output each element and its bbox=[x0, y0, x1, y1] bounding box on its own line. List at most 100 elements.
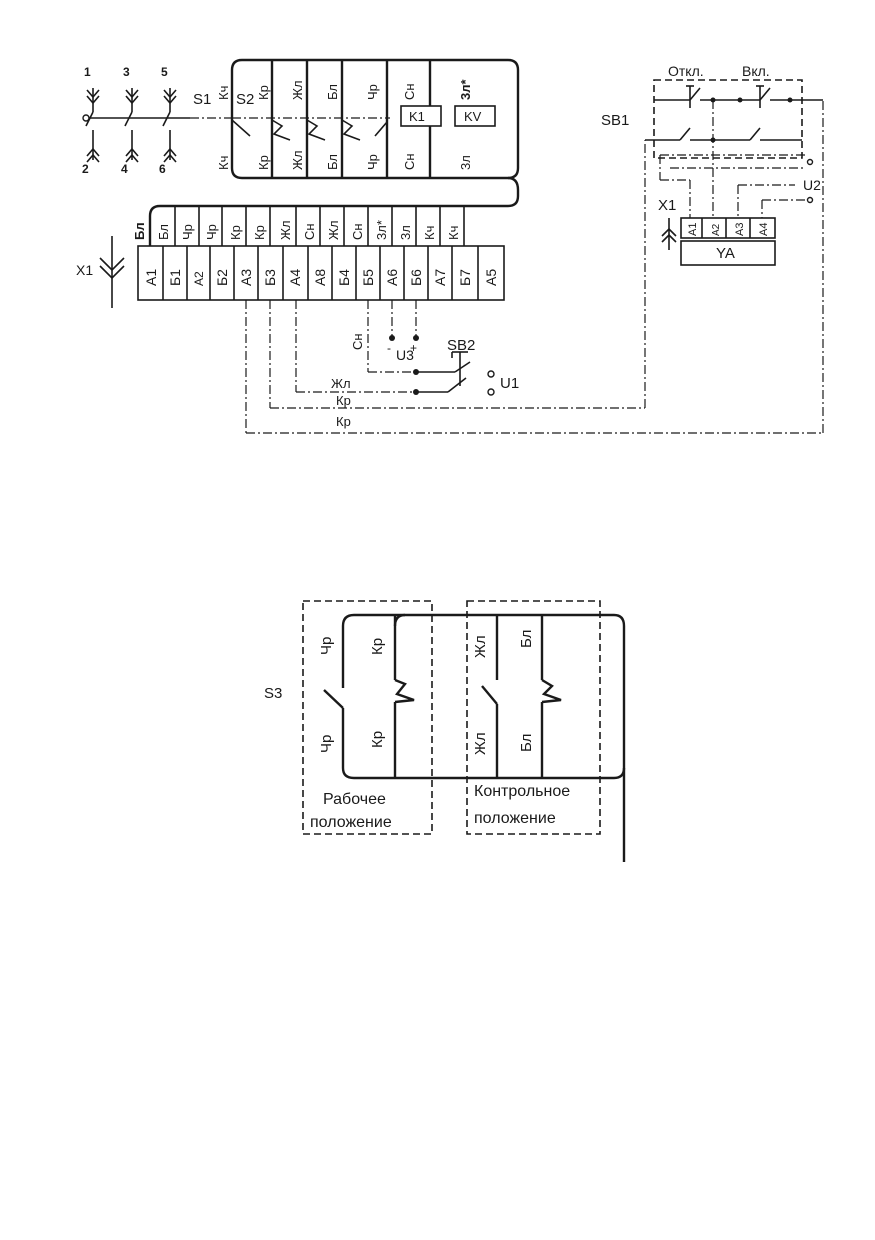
pin-b4: Б4 bbox=[336, 269, 352, 286]
upper-label-kr-bot: Кр bbox=[256, 155, 271, 170]
upper-label-sn-top: Сн bbox=[402, 83, 417, 100]
ya-pin-block bbox=[680, 217, 776, 239]
pin-a4: А4 bbox=[287, 269, 303, 286]
s3-right-bot-bl: Бл bbox=[518, 734, 535, 752]
u3-label: U3 bbox=[396, 347, 414, 363]
pin-b2: Б2 bbox=[214, 269, 230, 286]
upper-block-outline bbox=[230, 58, 520, 180]
ya-coil-box bbox=[680, 240, 776, 266]
s3-label: S3 bbox=[264, 685, 282, 702]
pin-b6: Б6 bbox=[408, 269, 424, 286]
working-position-frame bbox=[302, 600, 433, 835]
s3-left-bot-kr: Кр bbox=[369, 731, 386, 748]
switch-s2-label: S2 bbox=[236, 91, 254, 108]
upper-label-bl-top: Бл bbox=[325, 84, 340, 100]
upper-label-chr-bot: Чр bbox=[365, 154, 380, 170]
u2-label: U2 bbox=[803, 177, 821, 193]
upper-label-kch-bot: Кч bbox=[216, 156, 231, 170]
upper-label-zhl-bot: Жл bbox=[290, 150, 305, 170]
sb1-off-label: Откл. bbox=[668, 63, 704, 79]
pin-a8: А8 bbox=[312, 269, 328, 286]
terminal-1-label: 1 bbox=[84, 65, 91, 79]
bottom-wire-zhl: Жл bbox=[331, 376, 351, 391]
pin-b7: Б7 bbox=[457, 269, 473, 286]
s3-right-top-zhl: Жл bbox=[472, 635, 489, 658]
relay-k1-box bbox=[400, 105, 442, 127]
wire-label-bl-1: Бл bbox=[132, 222, 147, 240]
pin-a1: А1 bbox=[143, 269, 159, 286]
terminal-strip bbox=[137, 245, 505, 301]
terminal-5-label: 5 bbox=[161, 65, 168, 79]
wire-label-zl-star: 3л* bbox=[374, 220, 389, 240]
pin-a7: А7 bbox=[432, 269, 448, 286]
wire-label-zhl-2: Жл bbox=[326, 220, 341, 240]
control-position-frame bbox=[466, 600, 601, 835]
s3-schematic: S3 Чр Кр Чр Кр Жл Бл Жл Бл Рабочее полож… bbox=[264, 600, 626, 862]
lower-control-wiring bbox=[245, 100, 824, 434]
s3-left-top-chr: Чр bbox=[318, 637, 335, 655]
control-position-line1: Контрольное bbox=[474, 783, 570, 800]
sb1-on-label: Вкл. bbox=[742, 63, 770, 79]
sb1-frame bbox=[653, 79, 803, 159]
ya-pin-a2: А2 bbox=[711, 223, 722, 236]
wire-label-zhl-1: Жл bbox=[278, 220, 293, 240]
connector-x1-label: X1 bbox=[76, 262, 93, 278]
wire-label-bl-2: Бл bbox=[156, 224, 171, 240]
sn-wire-label: Сн bbox=[350, 333, 365, 350]
relay-kv-label: KV bbox=[464, 109, 482, 124]
switch-s1-label: S1 bbox=[193, 91, 211, 108]
connector-x1-right-label: X1 bbox=[658, 197, 676, 214]
bottom-wire-kr-2: Кр bbox=[336, 414, 351, 429]
pin-a2: А2 bbox=[192, 271, 206, 286]
connector-plug-icon bbox=[99, 236, 125, 308]
u3-plus-label: + bbox=[410, 341, 417, 355]
wire-label-sn-1: Сн bbox=[302, 223, 317, 240]
working-position-line1: Рабочее bbox=[323, 791, 386, 808]
relay-k1-label: K1 bbox=[409, 109, 425, 124]
upper-block-contacts bbox=[231, 117, 390, 141]
wire-label-kch-1: Кч bbox=[422, 226, 437, 240]
upper-label-zl-star-top: 3л* bbox=[458, 79, 473, 100]
upper-label-chr-top: Чр bbox=[365, 84, 380, 100]
terminal-2-label: 2 bbox=[82, 162, 89, 176]
connector-plug-right-icon bbox=[661, 218, 677, 250]
ya-pin-a1: А1 bbox=[687, 223, 699, 236]
wire-label-kr-1: Кр bbox=[228, 225, 243, 240]
wire-label-kr-2: Кр bbox=[252, 225, 267, 240]
wire-label-kch-2: Кч bbox=[446, 226, 461, 240]
ya-label: YA bbox=[716, 245, 735, 262]
upper-label-kch-top: Кч bbox=[216, 86, 231, 100]
ya-pin-a3: А3 bbox=[734, 223, 746, 236]
pin-a5: А5 bbox=[483, 269, 499, 286]
upper-label-zl-bot: 3л bbox=[458, 155, 473, 170]
s3-left-bot-chr: Чр bbox=[318, 735, 335, 753]
upper-label-zhl-top: Жл bbox=[290, 80, 305, 100]
pin-b1: Б1 bbox=[167, 269, 183, 286]
working-position-line2: положение bbox=[310, 814, 392, 831]
bottom-wire-kr-1: Кр bbox=[336, 393, 351, 408]
s3-right-top-bl: Бл bbox=[518, 630, 535, 648]
relay-kv-box bbox=[454, 105, 496, 127]
u1-label: U1 bbox=[500, 375, 519, 392]
sb2-label: SB2 bbox=[447, 337, 475, 354]
terminal-4-label: 4 bbox=[121, 162, 128, 176]
s3-right-bot-zhl: Жл bbox=[472, 732, 489, 755]
ya-pin-a4: А4 bbox=[758, 223, 770, 236]
s3-left-top-kr: Кр bbox=[369, 638, 386, 655]
control-position-line2: положение bbox=[474, 810, 556, 827]
terminal-3-label: 3 bbox=[123, 65, 130, 79]
pin-b5: Б5 bbox=[360, 269, 376, 286]
u3-minus-label: - bbox=[387, 341, 391, 355]
pin-a6: А6 bbox=[384, 269, 400, 286]
sb1-contacts bbox=[645, 85, 823, 218]
wire-label-zl: 3л bbox=[398, 225, 413, 240]
top-schematic: 1 3 5 2 4 6 S1 Кч S2 Кр Жл Бл Чр Сн 3л* bbox=[76, 58, 824, 434]
wire-label-chr-2: Чр bbox=[204, 224, 219, 240]
sb1-label: SB1 bbox=[601, 112, 629, 129]
input-switch-poles bbox=[82, 88, 232, 163]
wire-label-chr-1: Чр bbox=[180, 224, 195, 240]
upper-label-kr-top: Кр bbox=[256, 85, 271, 100]
terminal-6-label: 6 bbox=[159, 162, 166, 176]
upper-label-sn-bot: Сн bbox=[402, 153, 417, 170]
